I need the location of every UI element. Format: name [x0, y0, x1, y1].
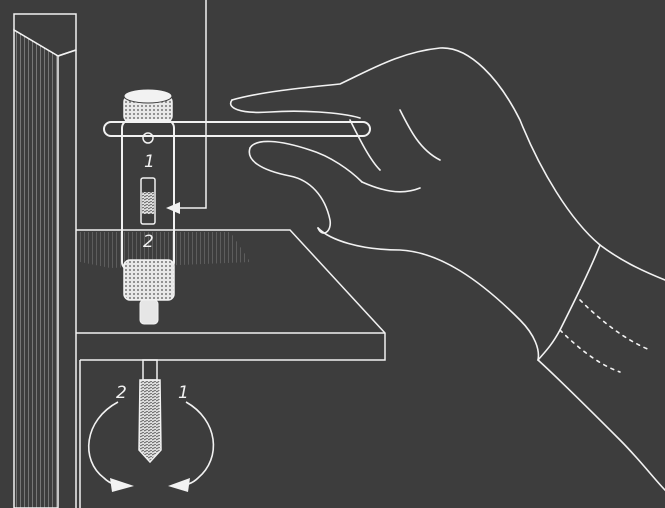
slot-window — [140, 177, 156, 225]
pin-hole — [142, 132, 154, 144]
tool-position-label-1: 1 — [144, 152, 155, 172]
bottom-knurled-collar — [123, 259, 175, 301]
hand — [229, 47, 665, 491]
wall-board — [13, 13, 77, 508]
chuck-tip — [139, 299, 159, 325]
arrow-right — [175, 401, 215, 487]
arrow-left — [88, 401, 125, 487]
rotation-arrows — [88, 401, 215, 492]
t-handle-bar — [103, 121, 371, 137]
tap-wrench — [121, 88, 175, 325]
rotation-label-left: 2 — [116, 383, 127, 403]
rotation-label-right: 1 — [178, 383, 189, 403]
tool-position-label-2: 2 — [143, 232, 154, 252]
work-plate — [76, 229, 386, 508]
ratchet-pawl — [142, 192, 154, 214]
tap — [138, 359, 162, 464]
